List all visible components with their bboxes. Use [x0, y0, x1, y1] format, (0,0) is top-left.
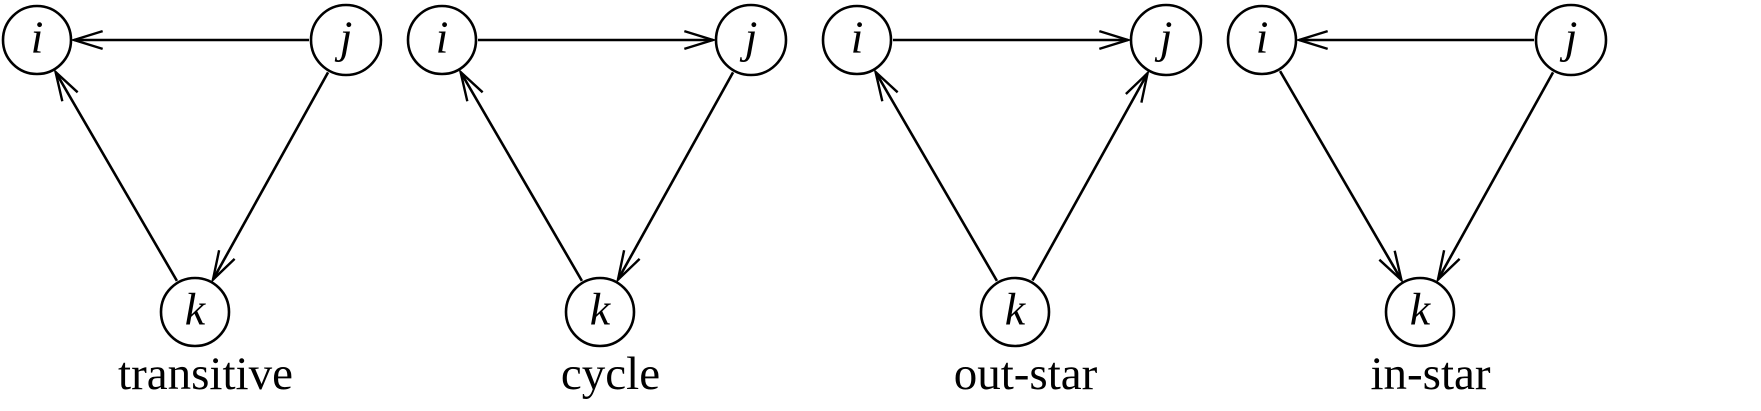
- panel-cycle: i j k cycle: [405, 0, 816, 411]
- node-circle-k[interactable]: [564, 276, 636, 348]
- caption-transitive: transitive: [118, 348, 293, 400]
- node-circle-i[interactable]: [1, 4, 73, 76]
- node-circle-j[interactable]: [309, 3, 383, 77]
- edge-shaft: [1436, 71, 1555, 281]
- panel-in-star: i j k in-star: [1225, 0, 1636, 411]
- arrow-head-icon: [1435, 250, 1461, 284]
- arrow-head-icon: [69, 29, 104, 51]
- arrow-head-icon: [458, 68, 484, 102]
- edge-k-to-i: [458, 68, 584, 282]
- edge-j-to-i: [69, 29, 309, 51]
- edge-k-to-i: [873, 68, 999, 282]
- node-label-i: i: [1256, 12, 1269, 63]
- node-label-j: j: [335, 12, 353, 63]
- node-j[interactable]: j: [1534, 3, 1608, 77]
- node-circle-j[interactable]: [714, 3, 788, 77]
- node-circle-k[interactable]: [159, 276, 231, 348]
- node-i[interactable]: i: [1226, 4, 1298, 76]
- node-label-i: i: [31, 12, 44, 63]
- node-j[interactable]: j: [309, 3, 383, 77]
- arrow-head-icon: [210, 250, 236, 284]
- edge-k-to-i: [53, 68, 179, 282]
- graph-out-star: i j k: [821, 3, 1203, 348]
- panel-transitive: i j k transitive: [0, 0, 411, 411]
- node-circle-k[interactable]: [1384, 276, 1456, 348]
- node-k[interactable]: k: [564, 276, 636, 348]
- arrow-head-icon: [1098, 29, 1133, 51]
- node-label-j: j: [1560, 12, 1578, 63]
- node-j[interactable]: j: [1129, 3, 1203, 77]
- node-label-k: k: [590, 284, 612, 335]
- edge-shaft: [54, 71, 179, 282]
- edge-shaft: [211, 71, 330, 281]
- edge-shaft: [1278, 70, 1403, 281]
- arrow-head-icon: [1125, 69, 1150, 103]
- graph-cycle: i j k: [406, 3, 788, 348]
- node-k[interactable]: k: [979, 276, 1051, 348]
- arrow-head-icon: [1378, 250, 1404, 284]
- edge-i-to-k: [1278, 70, 1404, 284]
- caption-in-star: in-star: [1370, 348, 1491, 400]
- arrow-head-icon: [683, 29, 718, 51]
- arrow-head-icon: [53, 68, 79, 102]
- arrow-head-icon: [615, 250, 641, 284]
- edge-shaft: [1031, 72, 1149, 282]
- node-circle-j[interactable]: [1534, 3, 1608, 77]
- panel-out-star: i j k out-star: [820, 0, 1231, 411]
- edge-j-to-k: [1435, 71, 1555, 284]
- node-i[interactable]: i: [406, 4, 478, 76]
- graph-transitive: i j k: [1, 3, 383, 348]
- node-circle-j[interactable]: [1129, 3, 1203, 77]
- arrow-head-icon: [1294, 29, 1329, 51]
- edge-i-to-j: [478, 29, 718, 51]
- node-k[interactable]: k: [1384, 276, 1456, 348]
- caption-out-star: out-star: [953, 348, 1098, 400]
- node-label-k: k: [185, 284, 207, 335]
- node-circle-k[interactable]: [979, 276, 1051, 348]
- node-circle-i[interactable]: [1226, 4, 1298, 76]
- arrow-head-icon: [873, 68, 899, 102]
- node-i[interactable]: i: [821, 4, 893, 76]
- edge-j-to-k: [210, 71, 330, 284]
- node-label-j: j: [740, 12, 758, 63]
- node-circle-i[interactable]: [406, 4, 478, 76]
- graph-in-star: i j k: [1226, 3, 1608, 348]
- edge-shaft: [459, 71, 584, 282]
- caption-cycle: cycle: [560, 348, 661, 400]
- node-i[interactable]: i: [1, 4, 73, 76]
- edge-j-to-k: [615, 71, 735, 284]
- edge-j-to-i: [1294, 29, 1534, 51]
- node-label-k: k: [1005, 284, 1027, 335]
- node-j[interactable]: j: [714, 3, 788, 77]
- node-circle-i[interactable]: [821, 4, 893, 76]
- node-label-k: k: [1410, 284, 1432, 335]
- node-label-i: i: [436, 12, 449, 63]
- edge-shaft: [874, 71, 999, 282]
- node-k[interactable]: k: [159, 276, 231, 348]
- edge-k-to-j: [1031, 69, 1150, 282]
- edge-shaft: [616, 71, 735, 281]
- node-label-j: j: [1155, 12, 1173, 63]
- node-label-i: i: [851, 12, 864, 63]
- edge-i-to-j: [893, 29, 1133, 51]
